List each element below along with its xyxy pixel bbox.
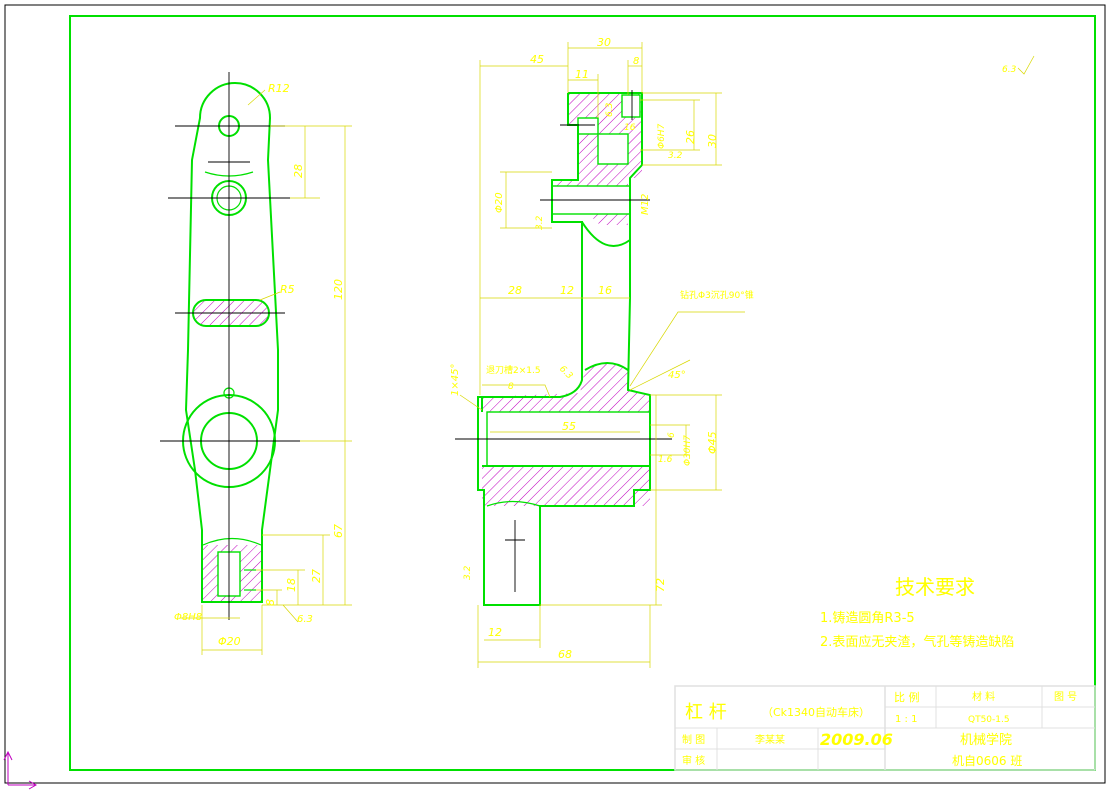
dim-11: 11 (575, 68, 589, 81)
dim-16-side: 16 (598, 284, 612, 297)
phi6-label: Φ6H7 (657, 123, 667, 149)
ra-32-a: 3.2 (668, 151, 683, 161)
drawn-label: 制 图 (682, 733, 705, 746)
dim-28-side: 28 (508, 284, 522, 297)
drawn-by: 李某某 (755, 733, 785, 746)
dim-26: 26 (684, 130, 697, 144)
ra-32-b: 3.2 (535, 215, 545, 230)
dim-68: 68 (558, 648, 572, 661)
dim-16: 16 (624, 123, 636, 133)
ra-63-b: 6.3 (557, 364, 574, 381)
r12-label: R12 (268, 82, 290, 95)
machine-name: （Ck1340自动车床） (762, 705, 870, 719)
roughness-front: 6.3 (297, 614, 313, 625)
title-block: 杠 杆 （Ck1340自动车床） 比 例 材 料 图 号 1 : 1 QT50-… (674, 685, 1096, 771)
ucs-icon (3, 750, 38, 790)
class-name: 机自0606 班 (952, 754, 1022, 768)
drawing-border (69, 15, 1096, 771)
dim-12-bottom: 12 (488, 626, 502, 639)
ra-16: 1.6 (658, 455, 673, 465)
dim-12-side: 12 (560, 284, 574, 297)
roughness-symbol: 6.3 (1002, 55, 1035, 75)
phi20-side: Φ20 (494, 192, 505, 213)
dim-30-side: 30 (706, 134, 719, 148)
front-view: R12 R5 28 120 67 27 18 8 Φ20 Φ8H8 6.3 (160, 72, 352, 655)
section-view: 30 45 11 8 6.3 16 Φ6H7 26 30 3.2 Φ20 3.2… (450, 36, 754, 668)
phi45-label: Φ45 (706, 431, 719, 454)
corner-mark: 6.3 (1002, 65, 1017, 75)
groove-note: 退刀槽2×1.5 (486, 364, 541, 376)
dim-6: 6 (667, 432, 677, 438)
tech-title: 技术要求 (895, 575, 975, 599)
material-label: 材 料 (972, 690, 995, 703)
angle-45: 45° (668, 370, 686, 381)
m12-label: M12 (640, 194, 651, 215)
dim-8-top: 8 (633, 56, 639, 67)
dim-45: 45 (530, 53, 544, 66)
ra-63-a: 6.3 (605, 102, 615, 117)
drill-note: 钻孔Φ3沉孔90°锥 (680, 289, 754, 301)
school-name: 机械学院 (960, 732, 1012, 748)
phi8-label: Φ8H8 (174, 612, 202, 623)
phi30-label: Φ30H7 (683, 435, 693, 466)
dim-30-top: 30 (597, 36, 611, 49)
scale-value: 1 : 1 (895, 714, 917, 725)
scale-label: 比 例 (894, 690, 920, 704)
outer-frame (4, 4, 1106, 784)
dim-8: 8 (264, 599, 277, 606)
dim-120: 120 (332, 279, 345, 300)
drawing-date: 2009.06 (820, 730, 893, 749)
ra-32-c: 3.2 (463, 565, 473, 580)
dim-8-small: 8 (508, 382, 514, 392)
phi20-label: Φ20 (218, 635, 241, 648)
dim-72: 72 (654, 578, 667, 592)
material-value: QT50-1.5 (968, 715, 1010, 725)
checked-label: 审 核 (682, 754, 705, 767)
drawing-no-label: 图 号 (1054, 691, 1077, 703)
tech-item-2: 2.表面应无夹渣，气孔等铸造缺陷 (820, 634, 1014, 650)
dim-67: 67 (332, 524, 345, 538)
chamfer-note: 1×45° (450, 364, 461, 396)
dim-18: 18 (285, 578, 298, 592)
r5-label: R5 (280, 283, 295, 296)
tech-requirements: 技术要求 1.铸造圆角R3-5 2.表面应无夹渣，气孔等铸造缺陷 (820, 575, 1014, 650)
tech-item-1: 1.铸造圆角R3-5 (820, 610, 915, 626)
dim-55: 55 (562, 420, 576, 433)
part-name: 杠 杆 (685, 702, 727, 723)
dim-27: 27 (310, 569, 323, 583)
dim-28: 28 (292, 164, 305, 178)
